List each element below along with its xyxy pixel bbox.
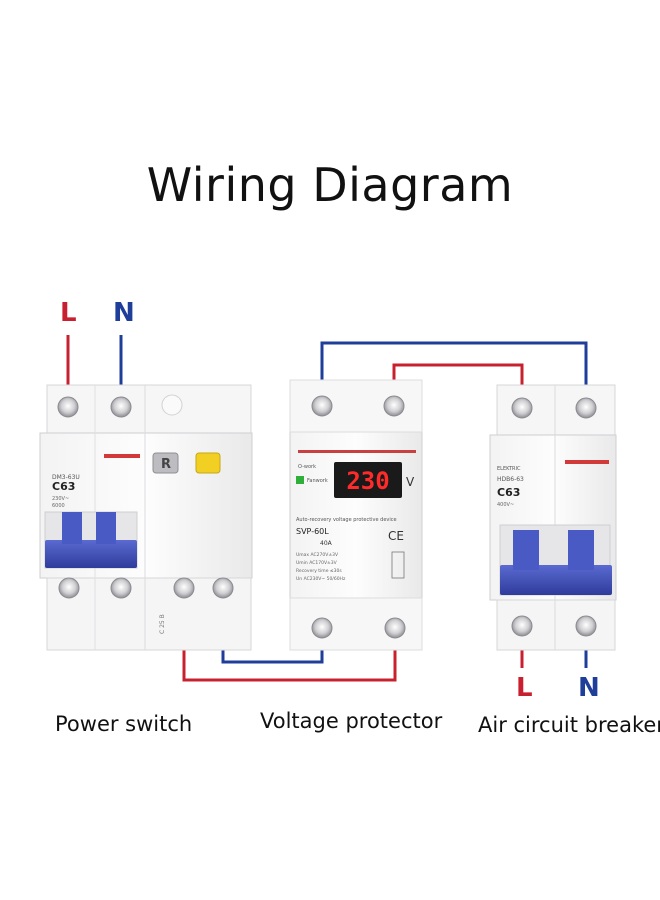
svg-text:Un AC230V~ 50/60Hz: Un AC230V~ 50/60Hz bbox=[296, 576, 346, 582]
voltage-display: 230 bbox=[346, 467, 389, 495]
protector-current: 40A bbox=[320, 540, 333, 547]
test-button[interactable] bbox=[152, 452, 179, 474]
protector-screw bbox=[384, 617, 406, 639]
power-switch-handle[interactable] bbox=[45, 540, 137, 568]
svg-text:CE: CE bbox=[388, 529, 404, 543]
voltage-protector-caption: Voltage protector bbox=[260, 709, 443, 733]
svg-text:O-work: O-work bbox=[298, 464, 316, 470]
power-switch-screw bbox=[212, 577, 234, 599]
input-line-label: L bbox=[60, 298, 77, 328]
power-switch-screw bbox=[57, 396, 79, 418]
power-switch-device: DM3-63U C63 230V~ 6000 R C 25 B bbox=[39, 384, 253, 651]
breaker-screw bbox=[575, 615, 597, 637]
svg-text:6000: 6000 bbox=[52, 503, 65, 509]
svg-text:Auto-recovery voltage protecti: Auto-recovery voltage protective device bbox=[296, 517, 397, 523]
air-circuit-breaker-device: ELEKTRIC HDB6-63 C63 400V~ bbox=[489, 384, 617, 651]
protector-screw bbox=[383, 395, 405, 417]
trip-indicator bbox=[195, 452, 221, 474]
power-switch-rating: C63 bbox=[52, 480, 75, 493]
output-line-label: L bbox=[516, 673, 533, 703]
breaker-handle[interactable] bbox=[500, 565, 612, 595]
protector-model: SVP-60L bbox=[296, 527, 329, 536]
breaker-rating: C63 bbox=[497, 486, 520, 499]
svg-text:Recovery time ≤30s: Recovery time ≤30s bbox=[296, 568, 342, 574]
svg-text:Umax AC270V±3V: Umax AC270V±3V bbox=[296, 552, 339, 558]
protector-screw bbox=[311, 395, 333, 417]
svg-text:DM3-63U: DM3-63U bbox=[52, 474, 80, 481]
svg-text:ELEKTRIC: ELEKTRIC bbox=[497, 466, 521, 472]
input-neutral-label: N bbox=[113, 298, 135, 328]
svg-text:400V~: 400V~ bbox=[497, 502, 514, 508]
svg-text:Fanwork: Fanwork bbox=[307, 478, 328, 484]
top-neutral-wire bbox=[320, 341, 588, 404]
power-switch-screw bbox=[58, 577, 80, 599]
svg-text:Umin AC170V±3V: Umin AC170V±3V bbox=[296, 560, 338, 566]
breaker-screw bbox=[575, 397, 597, 419]
power-switch-screw bbox=[110, 396, 132, 418]
svg-text:C 25 B: C 25 B bbox=[159, 614, 166, 634]
power-switch-screw bbox=[110, 577, 132, 599]
voltage-unit: V bbox=[406, 475, 415, 489]
test-button-label: R bbox=[161, 457, 171, 472]
voltage-protector-device: 230 V O-work Fanwork Auto-recovery volta… bbox=[289, 379, 423, 651]
output-neutral-label: N bbox=[578, 673, 600, 703]
svg-text:230V~: 230V~ bbox=[52, 496, 69, 502]
status-led bbox=[296, 476, 304, 484]
air-circuit-breaker-caption: Air circuit breaker bbox=[478, 713, 660, 737]
protector-screw bbox=[311, 617, 333, 639]
breaker-screw bbox=[511, 615, 533, 637]
power-switch-screw bbox=[173, 577, 195, 599]
page-title: Wiring Diagram bbox=[146, 158, 514, 212]
breaker-screw bbox=[511, 397, 533, 419]
svg-text:HDB6-63: HDB6-63 bbox=[497, 476, 524, 483]
power-switch-caption: Power switch bbox=[55, 712, 193, 736]
